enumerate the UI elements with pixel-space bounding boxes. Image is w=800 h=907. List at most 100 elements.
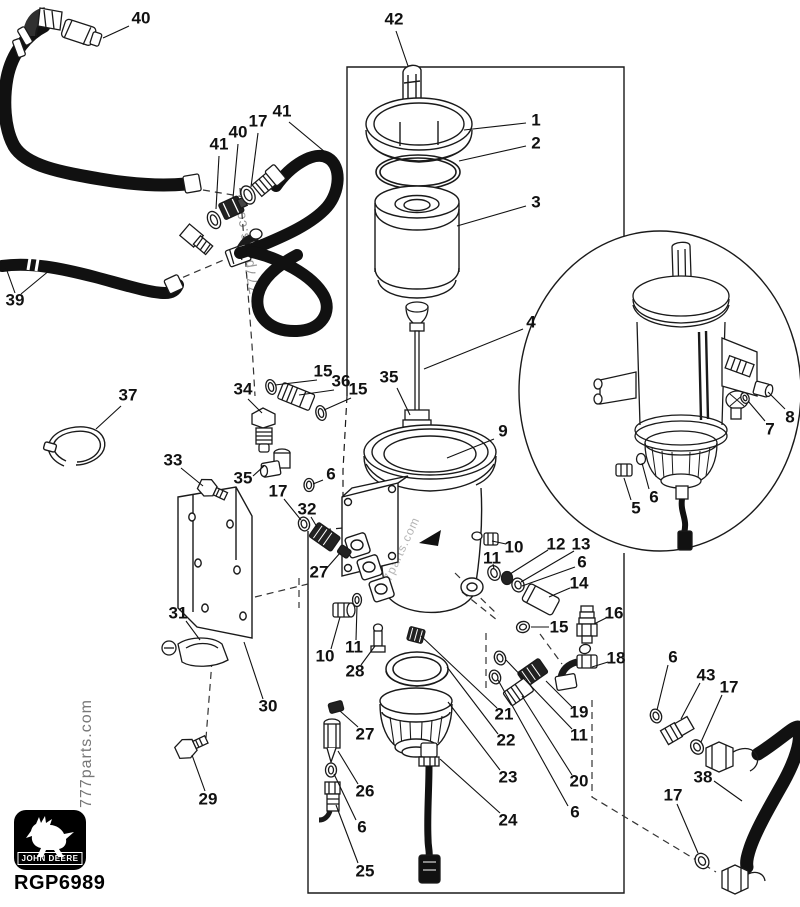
part-callout: 41 bbox=[209, 134, 229, 154]
part-callout: 38 bbox=[693, 767, 713, 787]
part-callout: 22 bbox=[496, 730, 516, 750]
leader-line bbox=[676, 803, 699, 854]
part-callout: 42 bbox=[384, 9, 404, 29]
leader-line bbox=[252, 465, 265, 477]
leader-line bbox=[337, 750, 359, 785]
leader-line bbox=[545, 680, 573, 708]
leader-line bbox=[509, 549, 549, 575]
fitting-cluster-15-36-15 bbox=[265, 378, 327, 422]
part-callout: 15 bbox=[549, 617, 569, 637]
leader-line bbox=[325, 552, 341, 570]
hose-39-upper bbox=[0, 7, 202, 194]
leader-line bbox=[335, 804, 359, 864]
part-callout: 33 bbox=[163, 450, 183, 470]
part-callout: 34 bbox=[233, 379, 253, 399]
leader-line bbox=[520, 550, 575, 583]
hose-39-lower bbox=[0, 257, 184, 300]
part-callout: 6 bbox=[570, 802, 580, 822]
logo-text: JOHN DEERE bbox=[17, 852, 83, 865]
leader-line bbox=[700, 694, 723, 743]
part-callout: 18 bbox=[606, 648, 626, 668]
leader-line bbox=[747, 400, 766, 422]
part-callout: 23 bbox=[498, 767, 518, 787]
leader-line bbox=[339, 710, 359, 728]
part-callout: 6 bbox=[357, 817, 367, 837]
fitting-34 bbox=[251, 407, 276, 453]
leader-line bbox=[283, 498, 302, 521]
part-callout: 25 bbox=[355, 861, 375, 881]
part-callout: 4 bbox=[526, 312, 536, 332]
leader-line bbox=[641, 462, 650, 490]
leader-line bbox=[447, 701, 501, 771]
leader-line bbox=[232, 143, 239, 199]
part-callout: 10 bbox=[315, 646, 335, 666]
part-callout: 8 bbox=[785, 407, 795, 427]
filter-lid-1 bbox=[365, 64, 473, 163]
bolt-29 bbox=[174, 734, 209, 760]
leader-line bbox=[423, 328, 524, 370]
part-callout: 29 bbox=[198, 789, 218, 809]
part-callout: 5 bbox=[631, 498, 641, 518]
part-callout: 35 bbox=[379, 367, 399, 387]
hose-end-fitting bbox=[178, 223, 214, 256]
part-callout: 11 bbox=[345, 637, 363, 657]
elbow-35 bbox=[259, 448, 291, 478]
part-callout: 20 bbox=[569, 771, 589, 791]
leader-line bbox=[274, 379, 318, 386]
part-callout: 17 bbox=[248, 111, 268, 131]
hose-38-assembly bbox=[649, 708, 800, 895]
leader-line bbox=[330, 616, 341, 650]
leader-line bbox=[420, 635, 498, 709]
part-code: RGP6989 bbox=[14, 872, 106, 894]
leader-line bbox=[505, 659, 573, 730]
part-callout: 17 bbox=[268, 481, 288, 501]
leader-line bbox=[456, 205, 527, 227]
part-callout: 24 bbox=[498, 810, 518, 830]
part-callout: 36 bbox=[331, 371, 351, 391]
part-callout: 43 bbox=[696, 665, 716, 685]
inset-detail-circle bbox=[518, 230, 800, 552]
leader-line bbox=[446, 438, 495, 459]
part-callout: 1 bbox=[531, 110, 541, 130]
watermark-text: 777parts.com bbox=[78, 699, 95, 808]
bracket-30 bbox=[177, 486, 253, 639]
leader-line bbox=[521, 566, 576, 587]
leader-line bbox=[298, 389, 335, 396]
sensor-harness-24 bbox=[418, 742, 441, 884]
part-callout: 17 bbox=[663, 785, 683, 805]
part-callout: 40 bbox=[131, 8, 151, 28]
leader-lines bbox=[5, 25, 786, 864]
leader-line bbox=[312, 479, 324, 485]
plug-40 bbox=[60, 18, 103, 47]
leader-line bbox=[185, 620, 201, 641]
part-callout: 30 bbox=[258, 696, 278, 716]
part-callout: 3 bbox=[531, 192, 541, 212]
leader-line bbox=[767, 391, 786, 410]
part-callout: 9 bbox=[498, 421, 508, 441]
leader-line bbox=[446, 666, 499, 735]
small-parts-left-column bbox=[318, 592, 386, 823]
part-callout: 12 bbox=[546, 534, 566, 554]
center-rod-4 bbox=[405, 301, 429, 412]
filter-element-3 bbox=[374, 185, 460, 299]
part-callout: 17 bbox=[719, 677, 739, 697]
leader-line bbox=[243, 641, 264, 700]
leader-line bbox=[492, 563, 495, 570]
leader-line bbox=[713, 780, 743, 802]
leader-line bbox=[310, 516, 318, 528]
part-callout: 26 bbox=[355, 781, 375, 801]
part-callout: 6 bbox=[649, 487, 659, 507]
fittings-6-17-32-27 bbox=[297, 477, 352, 559]
leader-line bbox=[360, 645, 376, 666]
leader-line bbox=[458, 145, 527, 162]
leader-line bbox=[656, 664, 669, 711]
part-callout: 11 bbox=[483, 548, 501, 568]
john-deere-logo: JOHN DEERE bbox=[14, 810, 86, 870]
part-callout: 39 bbox=[5, 290, 25, 310]
part-callout: 14 bbox=[569, 573, 589, 593]
part-callout: 11 bbox=[570, 725, 588, 745]
leader-line bbox=[5, 267, 16, 294]
filter-head-9 bbox=[341, 424, 497, 614]
part-callout: 32 bbox=[297, 499, 317, 519]
bowl-23 bbox=[379, 687, 453, 758]
